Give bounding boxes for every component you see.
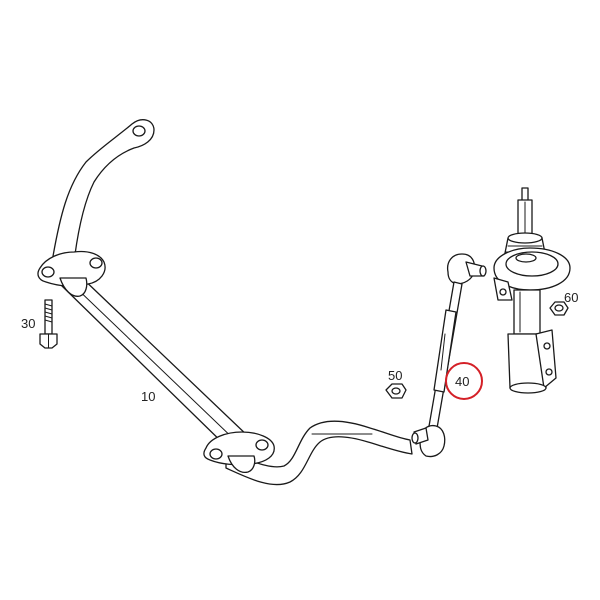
strut-assembly[interactable]: [493, 187, 571, 394]
stabilizer-bar[interactable]: [51, 119, 413, 486]
highlight-circle: [445, 362, 483, 400]
left-bar-bushing[interactable]: [37, 250, 106, 297]
callout-40[interactable]: 40: [455, 374, 469, 389]
callout-30[interactable]: 30: [21, 316, 35, 331]
callout-60[interactable]: 60: [564, 290, 578, 305]
bolt[interactable]: [39, 299, 58, 349]
callout-10[interactable]: 10: [141, 389, 155, 404]
nut-60[interactable]: [549, 301, 569, 316]
right-bar-bushing[interactable]: [203, 431, 275, 474]
callout-50[interactable]: 50: [388, 368, 402, 383]
nut-50[interactable]: [385, 383, 407, 399]
stabilizer-link[interactable]: [411, 253, 487, 458]
